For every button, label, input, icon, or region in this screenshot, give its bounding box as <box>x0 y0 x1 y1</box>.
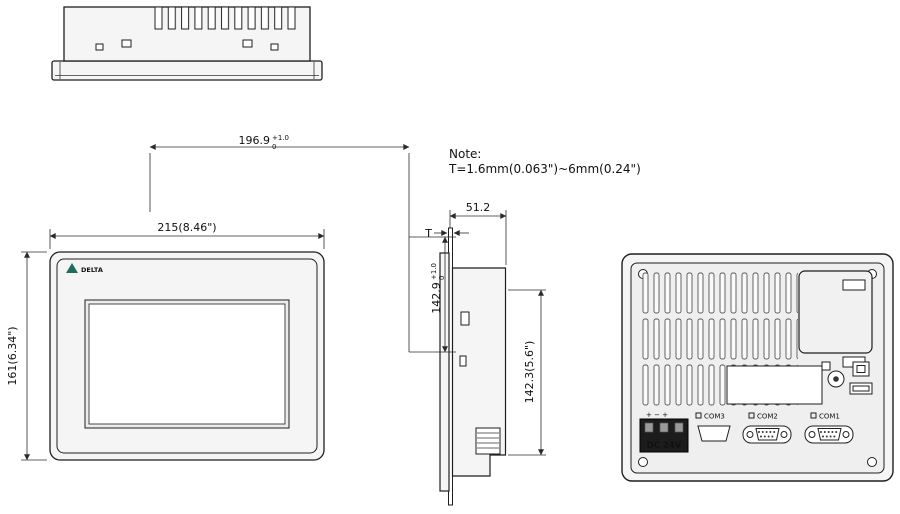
dim-thickness: T <box>424 227 432 240</box>
side-clip-slot <box>459 355 467 367</box>
terminal-screw <box>674 422 684 433</box>
touch-screen <box>88 303 286 425</box>
delta-logo: DELTA <box>66 263 103 274</box>
com3-indicator-box <box>695 412 702 419</box>
dim-cutout-width-tol-upper: +1.0 <box>272 134 289 142</box>
top-view-clip-hole <box>121 39 132 48</box>
side-clip-slot <box>460 311 470 326</box>
com1-port: COM1 <box>804 412 854 444</box>
com2-pins <box>758 431 776 438</box>
rear-view: + − + DC 24V COM3 COM2 <box>621 253 894 482</box>
corner-screw <box>867 457 877 467</box>
dim-front-height-group: 161(6.34") <box>6 251 47 461</box>
dc-polarity-marks: + − + <box>646 411 668 419</box>
com3-label: COM3 <box>704 413 725 421</box>
corner-screw <box>638 457 648 467</box>
expansion-slot-cover <box>798 270 873 354</box>
delta-logo-text: DELTA <box>81 266 103 274</box>
dim-cutout-height-tol-lower: 0 <box>438 276 446 280</box>
dim-depth-group: 51.2 <box>449 201 507 265</box>
com2-indicator-box <box>748 412 755 419</box>
front-view: DELTA <box>49 251 325 461</box>
delta-logo-triangle <box>66 263 78 273</box>
terminal-screw <box>644 422 654 433</box>
dim-cutout-width: 196.9 <box>239 134 271 147</box>
top-view-flange <box>51 60 323 81</box>
dim-rear-height-group: 142.3(5.6") <box>508 289 546 456</box>
usb-b-port <box>852 361 870 377</box>
usb-a-port <box>849 382 873 395</box>
side-view <box>439 227 507 506</box>
com2-port: COM2 <box>742 412 792 444</box>
com2-label: COM2 <box>757 413 778 421</box>
dim-cutout-width-tol-lower: 0 <box>272 143 276 151</box>
nameplate <box>726 365 823 405</box>
side-connector-block <box>475 427 501 455</box>
front-bezel-inner-line <box>56 258 318 454</box>
dc-power-terminal: + − + DC 24V <box>639 411 689 453</box>
com1-indicator-box <box>810 412 817 419</box>
top-view-clip-hole <box>270 43 279 51</box>
dim-depth: 51.2 <box>466 201 491 214</box>
note-title: Note: <box>449 147 481 161</box>
top-view-clip-hole <box>95 43 104 51</box>
com3-connector <box>697 425 731 442</box>
dim-thickness-group: T <box>424 227 469 240</box>
dim-cutout-height-group: 142.9 +1.0 0 <box>409 236 456 353</box>
com1-pins <box>820 431 838 438</box>
dim-front-height: 161(6.34") <box>6 326 19 385</box>
dim-cutout-height-tol-upper: +1.0 <box>430 263 438 280</box>
note-body: T=1.6mm(0.063")~6mm(0.24") <box>448 162 641 176</box>
reset-switch <box>821 361 831 371</box>
dim-front-width: 215(8.46") <box>157 221 216 234</box>
top-view <box>51 6 323 81</box>
dc-power-label: DC 24V <box>647 441 682 451</box>
com3-port: COM3 <box>695 412 731 442</box>
cover-clip <box>842 279 866 291</box>
com1-label: COM1 <box>819 413 840 421</box>
note: Note: T=1.6mm(0.063")~6mm(0.24") <box>448 147 641 176</box>
dim-rear-height: 142.3(5.6") <box>523 341 536 404</box>
dimensions: 196.9 +1.0 0 215(8.46") 161(6.34") 142.9… <box>6 134 546 461</box>
top-view-clip-hole <box>242 39 253 48</box>
terminal-screw <box>659 422 669 433</box>
dim-cutout-height: 142.9 <box>430 282 443 314</box>
dim-cutout-width-group: 196.9 +1.0 0 <box>149 134 410 352</box>
dim-front-width-group: 215(8.46") <box>49 221 325 249</box>
buzzer <box>827 370 845 388</box>
top-view-vent-slots <box>152 7 298 31</box>
